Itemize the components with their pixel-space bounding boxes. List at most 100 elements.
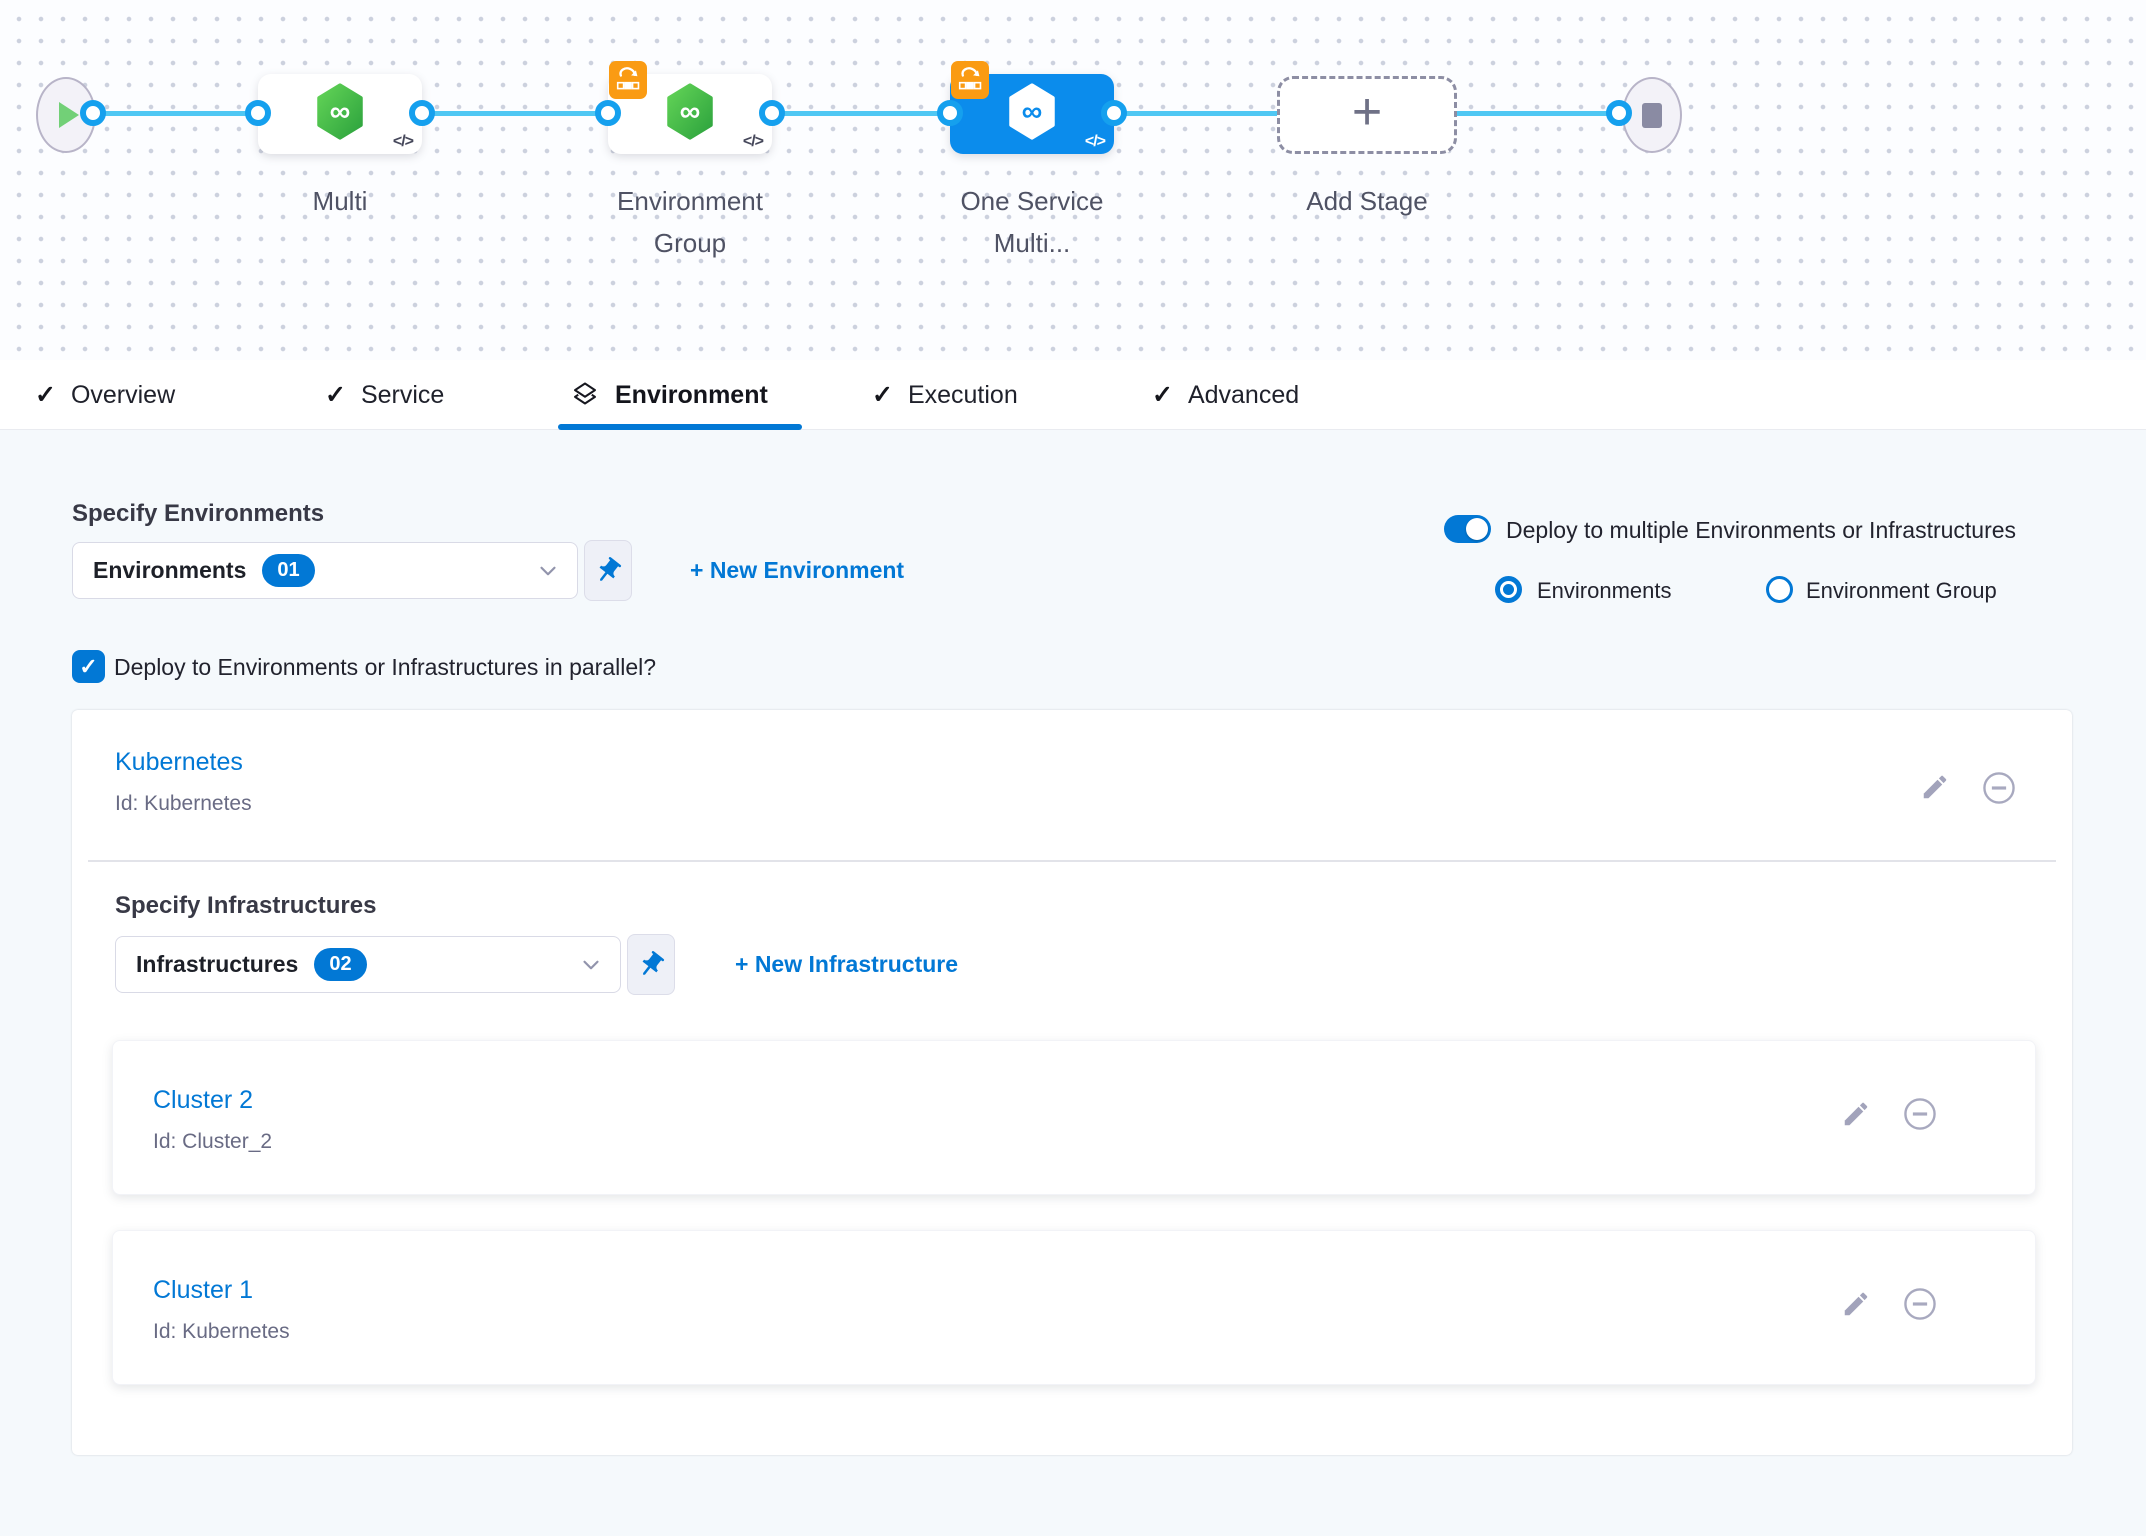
pipeline-canvas: ∞ </> ∞ </>	[0, 0, 2146, 360]
environments-select[interactable]: Environments 01	[72, 542, 578, 599]
infrastructure-id: Id: Kubernetes	[153, 1320, 290, 1343]
infrastructure-card-cluster-2: Cluster 2 Id: Cluster_2	[112, 1040, 2036, 1195]
minus-circle-icon	[1901, 1285, 1939, 1323]
stage-tabbar: ✓ Overview ✓ Service Environment ✓ Execu…	[0, 360, 2146, 430]
port-environment-group-in[interactable]	[595, 100, 621, 126]
card-divider	[88, 860, 2056, 862]
remove-infrastructure-button[interactable]	[1901, 1095, 1939, 1133]
svg-text:∞: ∞	[330, 96, 351, 128]
pin-runtime-input-button[interactable]	[627, 934, 675, 995]
port-one-service-in[interactable]	[937, 100, 963, 126]
infrastructure-card-cluster-1: Cluster 1 Id: Kubernetes	[112, 1230, 2036, 1385]
tab-label: Service	[360, 380, 445, 409]
tab-label: Environment	[615, 380, 768, 409]
tab-environment[interactable]: Environment	[570, 360, 768, 430]
port-end-in[interactable]	[1606, 100, 1632, 126]
add-stage-button[interactable]: +	[1277, 76, 1457, 154]
deployment-hexagon-icon: ∞	[1005, 83, 1059, 146]
select-value: Environments	[93, 557, 247, 583]
specify-infrastructures-heading: Specify Infrastructures	[115, 892, 377, 919]
radio-environment-group[interactable]	[1766, 576, 1793, 603]
infrastructures-select[interactable]: Infrastructures 02	[115, 936, 621, 993]
stage-label-multi: Multi	[312, 186, 368, 216]
stage-node-one-service-multi[interactable]: ∞ </>	[950, 61, 1114, 154]
environments-dropdown: Environments 01	[72, 540, 632, 601]
active-tab-underline	[558, 424, 802, 430]
count-badge: 01	[262, 554, 315, 587]
code-glyph: </>	[392, 133, 414, 150]
port-multi-out[interactable]	[409, 100, 435, 126]
plus-icon: +	[1351, 83, 1383, 141]
radio-environment-group-label: Environment Group	[1806, 578, 1997, 603]
remove-infrastructure-button[interactable]	[1901, 1285, 1939, 1323]
add-stage-label: Add Stage	[1306, 186, 1428, 216]
check-icon: ✓	[79, 653, 98, 679]
chevron-down-icon	[578, 952, 604, 978]
port-environment-group-out[interactable]	[759, 100, 785, 126]
deployment-hexagon-icon: ∞	[663, 83, 717, 146]
infrastructure-title-link[interactable]: Cluster 2	[153, 1086, 254, 1114]
stage-label-one-service: One Service Multi...	[960, 186, 1104, 258]
new-environment-link[interactable]: + New Environment	[690, 557, 905, 583]
check-icon: ✓	[325, 381, 346, 409]
tab-overview[interactable]: ✓ Overview	[35, 360, 175, 430]
tab-execution[interactable]: ✓ Execution	[872, 360, 1018, 430]
environment-tab-panel: Specify Environments Environments 01 + N…	[0, 430, 2146, 1536]
edit-infrastructure-button[interactable]	[1841, 1099, 1871, 1129]
select-value: Infrastructures	[136, 951, 299, 977]
parallel-deploy-checkbox[interactable]: ✓	[72, 650, 105, 683]
radio-environments[interactable]	[1495, 576, 1522, 603]
edit-environment-button[interactable]	[1920, 772, 1950, 802]
svg-text:∞: ∞	[1022, 96, 1043, 128]
parallel-deploy-checkbox-label: Deploy to Environments or Infrastructure…	[114, 654, 657, 680]
tab-label: Overview	[70, 380, 176, 409]
pipeline-start-node	[36, 77, 96, 153]
pencil-icon	[1841, 1099, 1871, 1129]
environment-stack-icon	[570, 380, 600, 410]
code-glyph: </>	[1084, 133, 1106, 150]
stage-label-environment-group: Environment Group	[617, 186, 763, 258]
looping-strategy-icon	[609, 61, 647, 99]
environment-card: Kubernetes Id: Kubernetes	[72, 710, 2072, 1455]
pencil-icon	[1920, 772, 1950, 802]
check-icon: ✓	[35, 381, 56, 409]
infrastructure-title-link[interactable]: Cluster 1	[153, 1276, 254, 1304]
toggle-knob	[1466, 518, 1488, 540]
port-one-service-out[interactable]	[1101, 100, 1127, 126]
infrastructures-dropdown: Infrastructures 02	[115, 934, 675, 995]
deploy-multiple-toggle-label: Deploy to multiple Environments or Infra…	[1506, 517, 2017, 543]
stage-node-environment-group[interactable]: ∞ </>	[608, 61, 772, 154]
minus-circle-icon	[1980, 769, 2018, 807]
pushpin-icon	[630, 943, 672, 985]
code-glyph: </>	[742, 133, 764, 150]
port-multi-in[interactable]	[245, 100, 271, 126]
remove-environment-button[interactable]	[1980, 769, 2018, 807]
pushpin-icon	[587, 549, 629, 591]
looping-strategy-icon	[951, 61, 989, 99]
stage-node-multi[interactable]: ∞ </>	[258, 74, 422, 154]
radio-environments-label: Environments	[1537, 578, 1672, 603]
pin-runtime-input-button[interactable]	[584, 540, 632, 601]
specify-environments-heading: Specify Environments	[72, 500, 325, 527]
play-icon	[59, 102, 79, 128]
tab-service[interactable]: ✓ Service	[325, 360, 444, 430]
check-icon: ✓	[1152, 381, 1173, 409]
tab-label: Advanced	[1187, 380, 1300, 409]
minus-circle-icon	[1901, 1095, 1939, 1133]
chevron-down-icon	[535, 558, 561, 584]
infrastructure-id: Id: Cluster_2	[153, 1130, 273, 1153]
deploy-multiple-toggle[interactable]	[1444, 515, 1491, 543]
stage-connector-line	[90, 111, 1650, 116]
new-infrastructure-link[interactable]: + New Infrastructure	[735, 951, 959, 977]
port-start-out[interactable]	[80, 100, 106, 126]
tab-advanced[interactable]: ✓ Advanced	[1152, 360, 1299, 430]
environment-id: Id: Kubernetes	[115, 792, 252, 815]
svg-text:∞: ∞	[680, 96, 701, 128]
stop-icon	[1642, 102, 1662, 128]
edit-infrastructure-button[interactable]	[1841, 1289, 1871, 1319]
tab-label: Execution	[907, 380, 1018, 409]
count-badge: 02	[314, 948, 367, 981]
deployment-hexagon-icon: ∞	[313, 83, 367, 146]
environment-title-link[interactable]: Kubernetes	[115, 748, 243, 776]
